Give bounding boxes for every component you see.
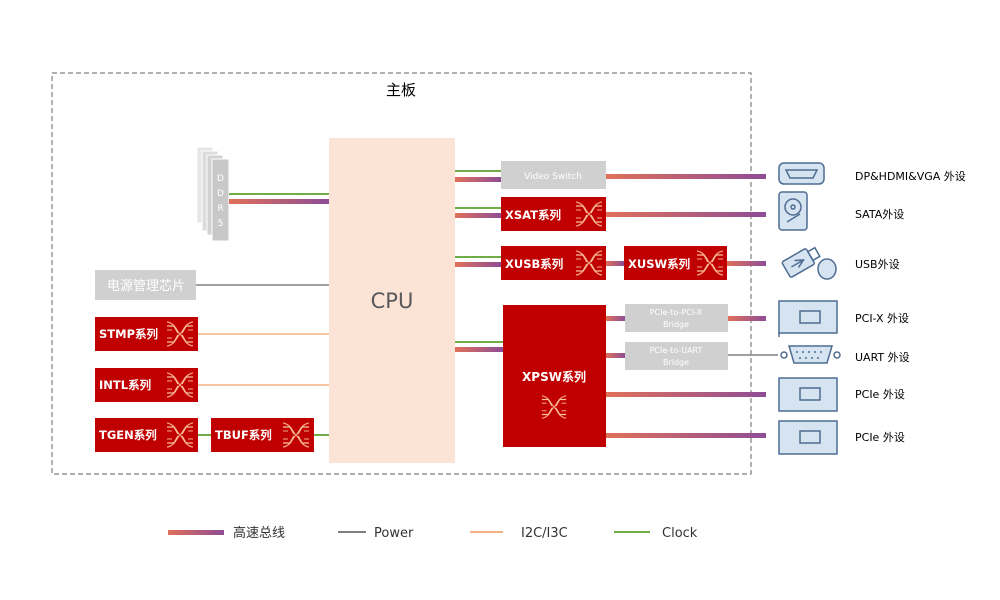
chip-xusw-label: XUSW系列 [628,257,690,271]
chip-xpsw [503,305,606,447]
bus-line-usb [727,261,766,266]
bus-line-sata [606,212,766,217]
board-title: 主板 [386,81,416,99]
power-management-chip [95,270,196,300]
chip-stmp-label: STMP系列 [99,327,158,341]
bridge-uart-line1: PCIe-to-UART [650,346,703,355]
bus-line-bridge-uart-in [606,353,625,358]
display-port-icon [778,162,825,185]
peripheral-sata-label: SATA外设 [855,208,904,221]
peripheral-uart-label: UART 外设 [855,351,910,364]
chip-intl-label: INTL系列 [99,378,151,392]
chip-video-switch [501,161,606,189]
ddr-letter-2: D [217,189,224,199]
power-chip-label: 电源管理芯片 [107,279,185,294]
peripheral-display-label: DP&HDMI&VGA 外设 [855,170,966,183]
chip-xsat-label: XSAT系列 [505,208,561,222]
peripheral-pcie2-label: PCIe 外设 [855,431,905,444]
bus-line-xsat-in [455,213,501,218]
chip-bridge-uart [625,342,728,370]
chip-bridge-pcix [625,304,728,332]
legend-power-label: Power [374,526,414,541]
ddr-letter-4: 5 [218,219,224,229]
ddr5-module: D D R 5 [196,146,230,242]
peripheral-usb-label: USB外设 [855,258,900,271]
bus-line-pcie2 [606,433,766,438]
chip-xusb-label: XUSB系列 [505,257,563,271]
chip-tgen-label: TGEN系列 [99,428,157,442]
bus-line-pcix [728,316,766,321]
bus-line-video-in [455,177,501,182]
pcix-card-icon [778,300,838,337]
chip-xpsw-label: XPSW系列 [522,369,586,384]
legend-i2c-label: I2C/I3C [521,526,568,541]
pcie-card-icon [778,420,838,455]
cpu-label: CPU [371,289,414,313]
usb-drive-icon [781,246,837,280]
ddr-letter-1: D [217,174,224,184]
legend-high-speed-label: 高速总线 [233,525,285,541]
bus-line-bridge-pcix-in [606,316,625,321]
legend: 高速总线 Power I2C/I3C Clock [168,525,698,541]
bus-line-display [606,174,766,179]
peripheral-pcix-label: PCI-X 外设 [855,312,909,325]
bus-line-pcie1 [606,392,766,397]
ddr-bus-line [229,199,329,204]
bus-line-xpsw-in [455,347,503,352]
cpu-block [329,138,455,463]
peripheral-pcie1-label: PCIe 外设 [855,388,905,401]
chip-video-switch-label: Video Switch [524,172,582,182]
hard-disk-icon [778,191,808,231]
ddr-letter-3: R [217,204,223,214]
bridge-pcix-line1: PCIe-to-PCI-X [650,308,703,317]
board-outline [51,72,752,475]
serial-port-icon [780,345,841,364]
bridge-uart-line2: Bridge [663,358,689,367]
bridge-pcix-line2: Bridge [663,320,689,329]
legend-clock-label: Clock [662,526,698,541]
bus-line-xusb-xusw [606,261,624,266]
legend-swatch-high-speed [168,530,224,535]
bus-line-xusb-in [455,262,501,267]
chip-tbuf-label: TBUF系列 [215,428,272,442]
pcie-card-icon [778,377,838,412]
